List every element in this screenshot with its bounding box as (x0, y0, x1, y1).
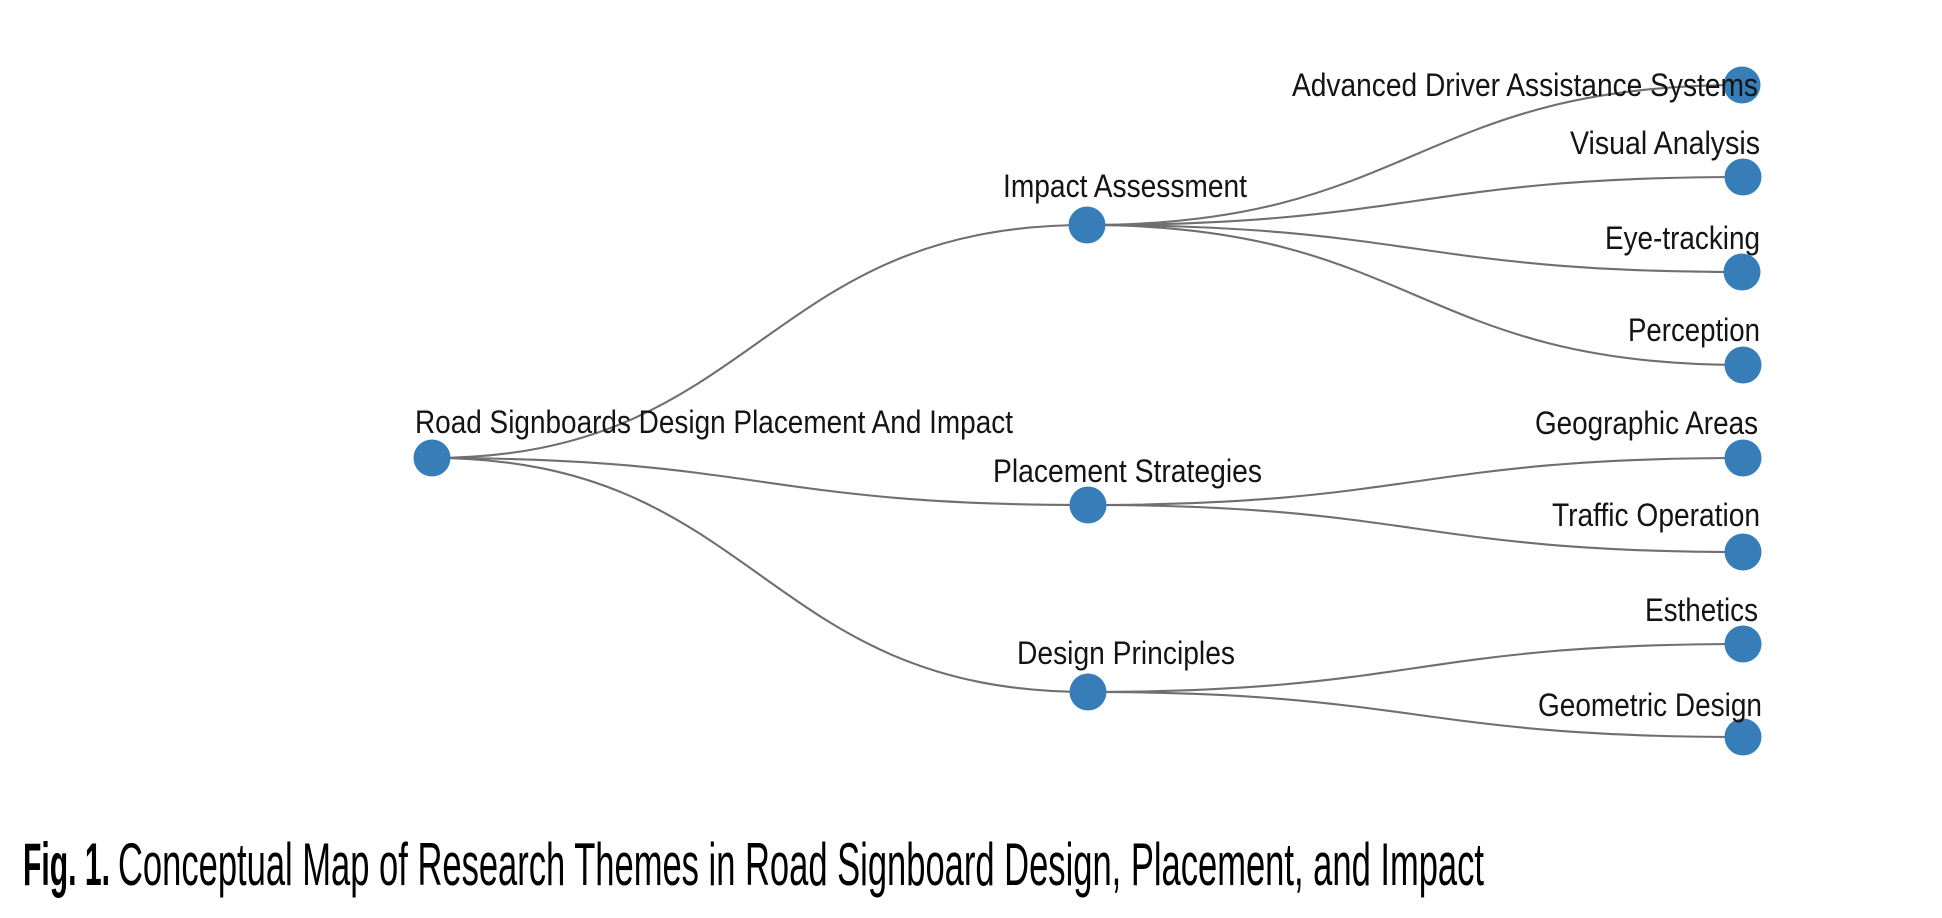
node-visual-analysis-circle (1724, 158, 1762, 196)
label-traffic-operation: Traffic Operation (1552, 497, 1760, 533)
node-esthetics-circle (1724, 625, 1762, 663)
edge-impact-adas (1085, 83, 1744, 227)
label-adas: Advanced Driver Assistance Systems (1292, 67, 1758, 103)
node-root-circle (413, 439, 451, 477)
tree-nodes (413, 66, 1762, 756)
edge-impact-perception (1085, 223, 1745, 367)
label-placement-strategies: Placement Strategies (993, 453, 1262, 489)
figure-caption: Fig. 1. Conceptual Map of Research Theme… (23, 831, 1484, 898)
edge-design-esthetics (1086, 642, 1745, 694)
tree-labels: Road Signboards Design Placement And Imp… (415, 67, 1762, 723)
node-adas-circle (1723, 66, 1761, 104)
edge-root-placement-strategies (430, 456, 1090, 507)
label-geographic-areas: Geographic Areas (1535, 405, 1758, 441)
edge-root-impact-assessment (430, 223, 1089, 460)
edge-impact-visual-analysis (1085, 175, 1745, 227)
tree-edges (430, 83, 1745, 739)
caption-text: Conceptual Map of Research Themes in Roa… (118, 831, 1484, 898)
caption-label: Fig. 1. (23, 831, 110, 898)
node-design-principles-circle (1069, 673, 1107, 711)
edge-placement-traffic-operation (1086, 503, 1745, 554)
node-impact-assessment-circle (1068, 206, 1106, 244)
label-eye-tracking: Eye-tracking (1605, 220, 1760, 256)
node-geometric-design-circle (1724, 718, 1762, 756)
node-eye-tracking-circle (1723, 253, 1761, 291)
label-visual-analysis: Visual Analysis (1570, 125, 1760, 161)
node-traffic-operation-circle (1724, 533, 1762, 571)
edge-design-geometric-design (1086, 690, 1745, 739)
node-perception-circle (1724, 346, 1762, 384)
label-esthetics: Esthetics (1645, 592, 1758, 628)
label-impact-assessment: Impact Assessment (1003, 168, 1247, 204)
label-root: Road Signboards Design Placement And Imp… (415, 404, 1013, 440)
node-geographic-areas-circle (1724, 439, 1762, 477)
label-perception: Perception (1628, 312, 1760, 348)
edge-placement-geographic-areas (1086, 456, 1745, 507)
edge-root-design-principles (430, 456, 1090, 694)
label-geometric-design: Geometric Design (1538, 687, 1762, 723)
label-design-principles: Design Principles (1017, 635, 1235, 671)
edge-impact-eye-tracking (1085, 223, 1744, 274)
node-placement-strategies-circle (1069, 486, 1107, 524)
